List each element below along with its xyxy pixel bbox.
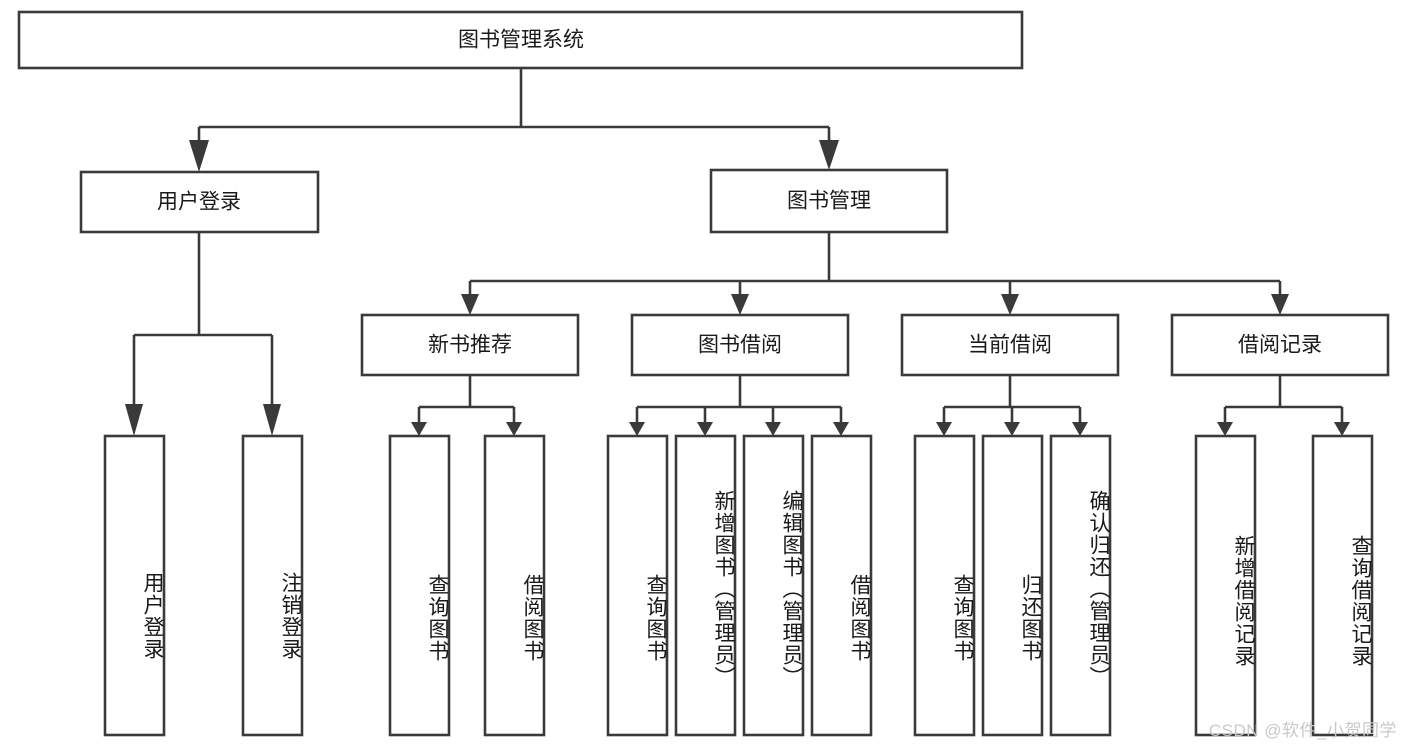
watermark-text: CSDN @软件_小贺同学 <box>1208 721 1397 740</box>
arrowhead-borrow-record <box>1271 294 1289 315</box>
arrowhead-current-borrow <box>1001 294 1019 315</box>
node-label-group: 图书管理系统 用户登录 图书管理 新书推荐 图书借阅 当前借阅 借阅记录 <box>157 29 1322 357</box>
arrowhead-leaf-logout-login <box>263 404 281 436</box>
node-new-book-recommend[interactable] <box>360 313 580 377</box>
arrowhead-leaf-borrow-book-2 <box>833 422 849 436</box>
node-current-borrow[interactable] <box>900 313 1120 377</box>
label-root: 图书管理系统 <box>458 29 584 52</box>
node-box-group <box>17 10 1390 737</box>
connector-group <box>132 68 1344 422</box>
arrowhead-new-book-recommend <box>461 294 479 315</box>
arrowhead-leaf-borrow-book-1 <box>506 422 522 436</box>
node-leaf-edit-book[interactable] <box>742 434 805 737</box>
node-user-login[interactable] <box>79 170 320 234</box>
arrowhead-leaf-edit-book <box>765 422 781 436</box>
node-borrow-record[interactable] <box>1170 313 1390 377</box>
arrowhead-book-manage <box>819 140 839 170</box>
arrowhead-leaf-confirm-return <box>1072 422 1088 436</box>
node-leaf-query-book-3[interactable] <box>913 434 976 737</box>
arrowhead-leaf-return-book <box>1004 422 1020 436</box>
label-book-borrow: 图书借阅 <box>698 334 782 357</box>
arrowhead-user-login <box>189 140 209 172</box>
label-new-book-recommend: 新书推荐 <box>428 334 512 357</box>
node-leaf-confirm-return[interactable] <box>1049 434 1112 737</box>
arrowhead-leaf-query-book-2 <box>629 422 645 436</box>
node-leaf-user-login[interactable] <box>103 434 166 737</box>
label-book-manage: 图书管理 <box>787 190 871 213</box>
node-leaf-query-book-2[interactable] <box>606 434 669 737</box>
arrowhead-leaf-query-record <box>1334 422 1350 436</box>
arrowhead-book-borrow <box>731 294 749 315</box>
label-current-borrow: 当前借阅 <box>968 334 1052 357</box>
node-book-borrow[interactable] <box>630 313 850 377</box>
node-leaf-query-book-1[interactable] <box>388 434 451 737</box>
node-leaf-logout-login[interactable] <box>241 434 304 737</box>
arrowhead-leaf-add-book <box>697 422 713 436</box>
arrowhead-leaf-query-book-1 <box>411 422 427 436</box>
arrowhead-leaf-add-record <box>1217 422 1233 436</box>
node-leaf-borrow-book-2[interactable] <box>810 434 873 737</box>
node-leaf-add-record[interactable] <box>1194 434 1257 737</box>
node-leaf-add-book[interactable] <box>674 434 737 737</box>
arrowhead-leaf-user-login <box>125 404 143 436</box>
node-root[interactable] <box>17 10 1024 70</box>
node-leaf-query-record[interactable] <box>1311 434 1374 737</box>
label-borrow-record: 借阅记录 <box>1238 334 1322 357</box>
arrowhead-leaf-query-book-3 <box>936 422 952 436</box>
node-leaf-borrow-book-1[interactable] <box>483 434 546 737</box>
node-leaf-return-book[interactable] <box>981 434 1044 737</box>
arrowhead-group <box>125 140 1350 436</box>
label-user-login: 用户登录 <box>157 191 241 214</box>
node-book-manage[interactable] <box>709 168 949 234</box>
